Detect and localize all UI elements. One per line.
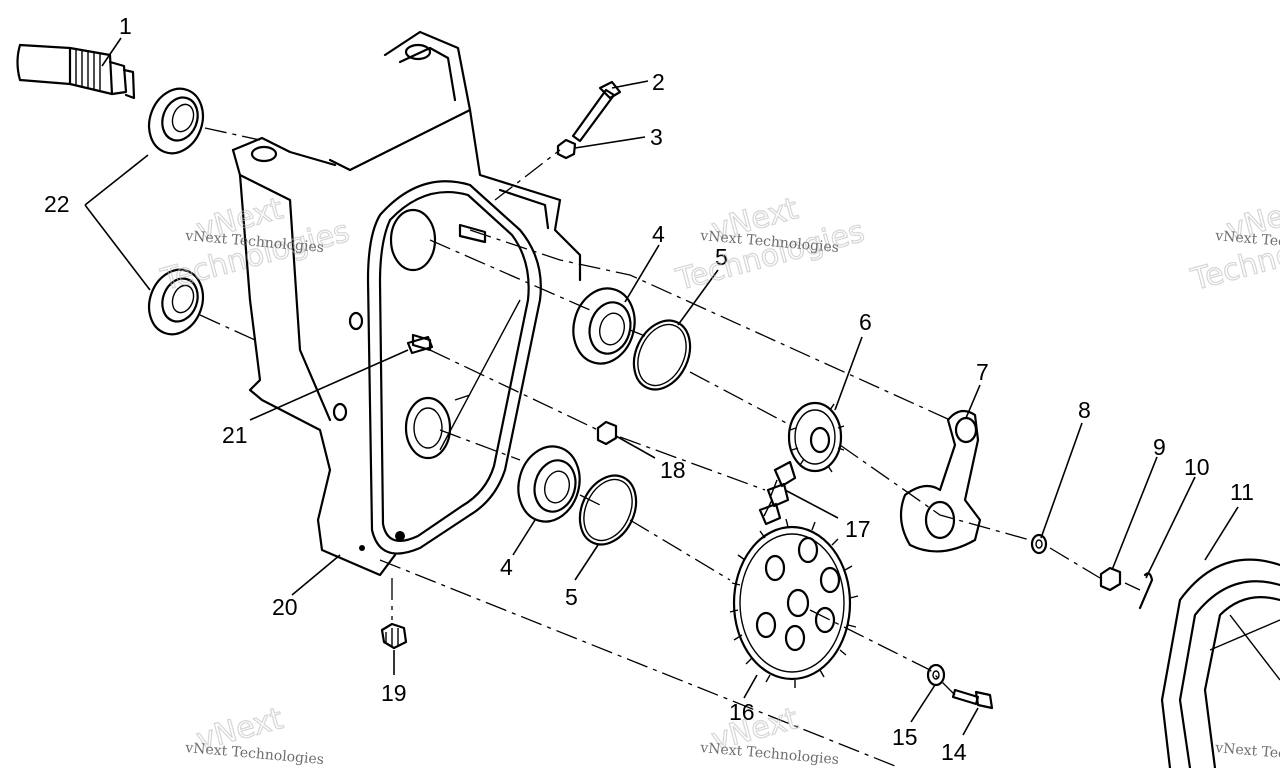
watermark-6: vNext Technologies [1214,740,1280,768]
watermark-1: vNext Technologies vNext Technologies [156,191,353,299]
callout-20: 20 [272,594,298,620]
callout-18: 18 [660,457,686,483]
watermark-2: vNext Technologies vNext Technologies [671,191,868,299]
callout-7: 7 [976,359,989,385]
part-9-nut [1099,566,1122,592]
svg-text:vNext Technologies: vNext Technologies [699,740,840,768]
part-20-chaincase-housing [231,30,582,577]
callout-19: 19 [381,680,407,706]
part-11-chaincase-cover [1160,558,1280,768]
callout-14: 14 [941,739,967,765]
part-6-top-sprocket [787,401,845,473]
part-15-washer [926,663,946,687]
leader-lines [84,37,1239,736]
part-18-nut [596,420,618,446]
svg-text:vNext Technologies: vNext Technologies [184,740,325,768]
part-17-chain [758,460,797,526]
callout-16: 16 [729,699,755,725]
part-19-plug [380,622,408,650]
callout-21: 21 [222,422,248,448]
callout-4-upper: 4 [652,221,665,247]
part-4-bearing-lower [517,445,581,523]
part-7-tensioner-arm [899,409,982,553]
callout-22: 22 [44,191,70,217]
callout-11: 11 [1230,479,1254,505]
part-16-bottom-sprocket [729,518,859,688]
part-14-bolt [951,688,994,710]
callout-4-lower: 4 [500,554,513,580]
watermark-4: vNext vNext Technologies [184,701,325,768]
callout-15: 15 [892,724,918,750]
callout-10: 10 [1184,454,1210,480]
part-5-snap-ring-lower [578,474,638,546]
svg-text:vNext Technologies: vNext Technologies [1214,740,1280,768]
part-2-bolt [571,80,622,143]
center-lines [199,127,1141,768]
part-4-bearing-upper [572,287,636,365]
callouts: 1 2 3 4 5 6 7 8 9 10 11 22 21 18 17 4 5 … [44,13,1254,765]
callout-9: 9 [1153,434,1166,460]
part-10-cotter-pin [1138,572,1154,610]
callout-5-upper: 5 [715,244,728,270]
callout-8: 8 [1078,397,1091,423]
callout-5-lower: 5 [565,584,578,610]
part-1-shaft [16,43,136,100]
callout-6: 6 [859,309,872,335]
callout-1: 1 [119,13,132,39]
callout-3: 3 [650,124,663,150]
watermarks: vNext Technologies vNext Technologies vN… [156,191,1280,768]
part-22-seal-upper [147,87,205,155]
part-21-stud [406,335,434,355]
callout-17: 17 [845,516,871,542]
part-8-washer [1030,533,1048,555]
watermark-3: vNext Technologies vNext Technologies [1186,191,1280,299]
callout-2: 2 [652,69,665,95]
part-3-nut [556,138,577,160]
part-5-snap-ring-upper [632,319,692,391]
part-22-seal-lower [147,268,205,336]
watermark-5: vNext vNext Technologies [699,701,840,768]
